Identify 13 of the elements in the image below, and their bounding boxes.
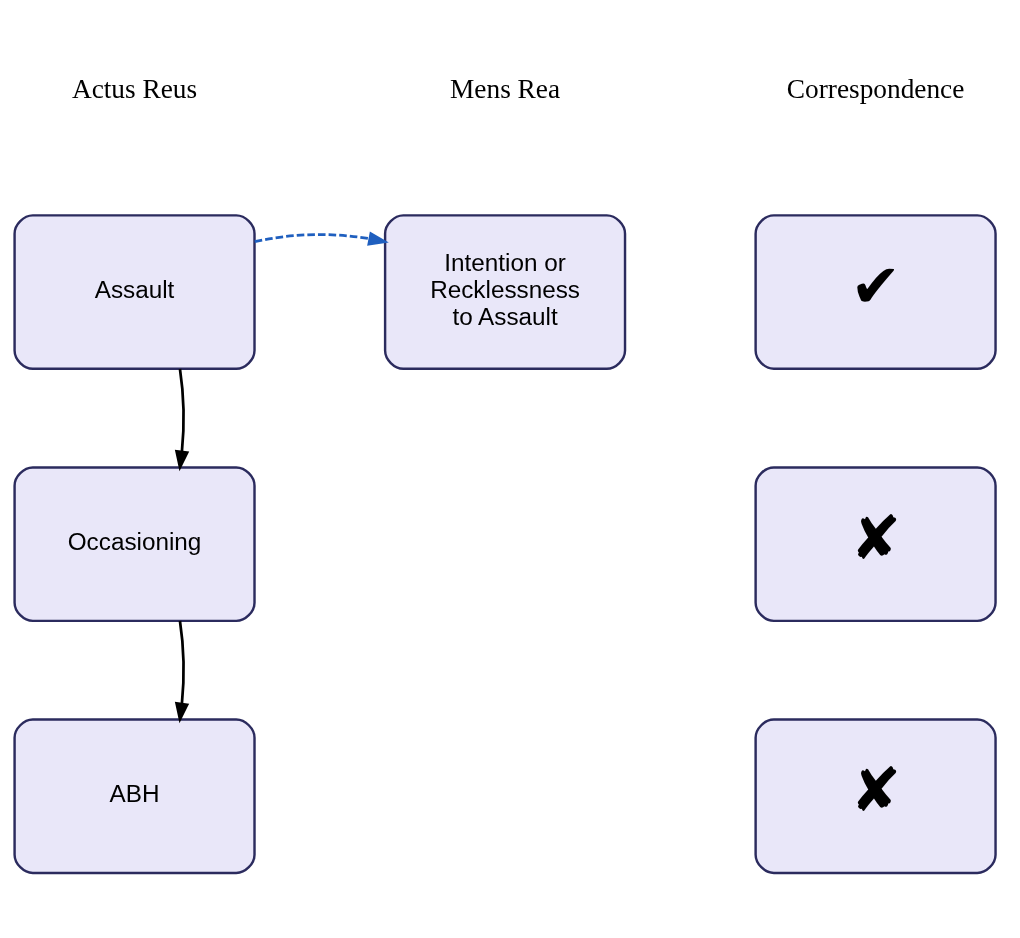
arrow [174, 368, 190, 472]
label: Actus Reus [71, 73, 198, 104]
label: Correspondence [786, 73, 965, 104]
arrow [254, 231, 389, 246]
arrow [174, 620, 190, 724]
label: Mens Rea [450, 73, 561, 104]
node-box: ABH [13, 718, 256, 875]
node-box: ✘ [754, 466, 997, 623]
node-box: ✔ [754, 214, 997, 370]
node-box: Intention or Recklessness to Assault [383, 214, 627, 370]
node-box: Assault [13, 214, 256, 370]
node-box: ✘ [754, 718, 997, 875]
node-box: Occasioning [13, 466, 256, 623]
